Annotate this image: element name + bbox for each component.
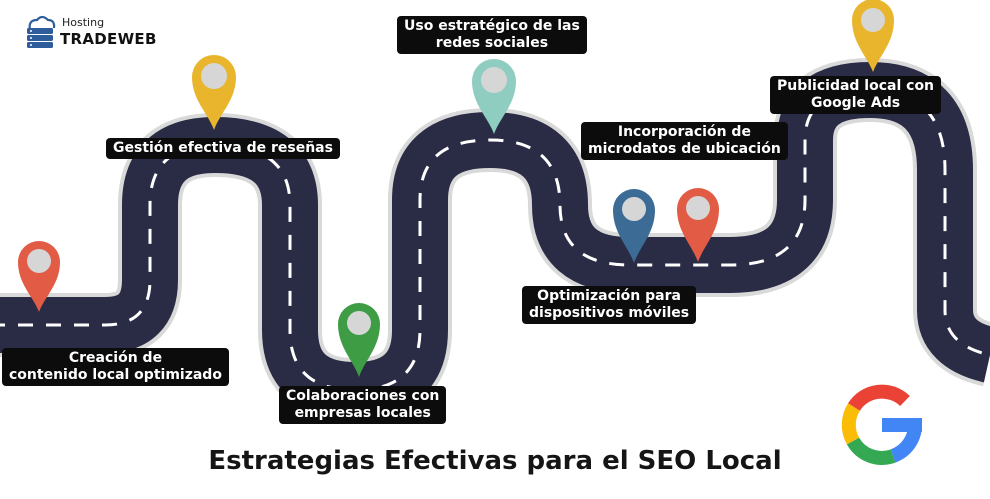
label-dispositivos-moviles: Optimización para dispositivos móviles <box>522 286 697 324</box>
label-redes-sociales: Uso estratégico de las redes sociales <box>397 16 587 54</box>
label-line: Uso estratégico de las <box>404 18 580 34</box>
label-line: Optimización para <box>537 288 681 304</box>
map-pin-icon <box>192 55 236 130</box>
label-line: Colaboraciones con <box>286 388 440 404</box>
label-creacion-contenido: Creación de contenido local optimizado <box>2 348 229 386</box>
brand-tagline: Hosting <box>62 16 105 29</box>
map-pin-icon <box>18 241 60 312</box>
label-line: Incorporación de <box>617 124 751 140</box>
label-line: contenido local optimizado <box>9 367 222 383</box>
page-title: Estrategias Efectivas para el SEO Local <box>208 446 782 476</box>
label-line: redes sociales <box>435 35 549 51</box>
map-pin-icon <box>613 189 655 263</box>
label-gestion-resenas: Gestión efectiva de reseñas <box>106 138 340 159</box>
label-google-ads: Publicidad local con Google Ads <box>770 76 942 114</box>
label-line: Creación de <box>68 350 163 366</box>
google-g-icon <box>841 384 922 465</box>
map-pin-icon <box>472 59 516 134</box>
label-line: Gestión efectiva de reseñas <box>113 140 333 156</box>
brand-logo: Hosting TRADEWEB <box>22 14 156 54</box>
map-pin-icon <box>338 303 380 377</box>
brand-name: TRADEWEB <box>60 30 157 48</box>
cloud-server-icon <box>27 15 56 48</box>
map-pin-icon <box>852 0 894 72</box>
map-pin-icon <box>677 188 719 262</box>
label-microdatos: Incorporación de microdatos de ubicación <box>581 122 788 160</box>
label-line: dispositivos móviles <box>529 305 690 321</box>
label-line: microdatos de ubicación <box>588 141 781 157</box>
label-line: Publicidad local con <box>777 78 935 94</box>
label-colaboraciones: Colaboraciones con empresas locales <box>279 386 447 424</box>
label-line: empresas locales <box>294 405 431 421</box>
label-line: Google Ads <box>810 95 901 111</box>
